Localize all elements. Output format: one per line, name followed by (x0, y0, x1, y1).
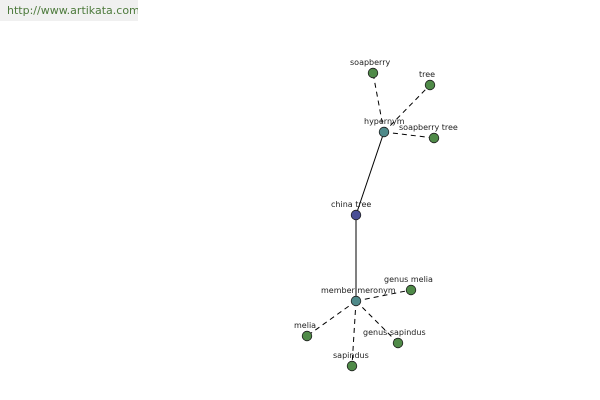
node-label-genus-sapindus: genus sapindus (363, 328, 426, 337)
node-melia[interactable] (301, 330, 313, 342)
edge-member-meronym-to-sapindus (351, 300, 357, 367)
edge-member-meronym-to-genus-melia (355, 289, 412, 302)
graph-labels: china tree hypernym member meronym soapberr… (294, 58, 458, 360)
node-label-sapindus: sapindus (333, 351, 369, 360)
edge-hypernym-to-soapberry-tree (383, 131, 435, 139)
node-soapberry[interactable] (367, 67, 379, 79)
node-label-member-meronym: member meronym (321, 286, 396, 295)
node-china-tree[interactable] (350, 209, 362, 221)
artikata-url-link[interactable]: http://www.artikata.com (0, 0, 138, 21)
node-label-china-tree: china tree (331, 200, 371, 209)
node-soapberry-tree[interactable] (428, 132, 440, 144)
graph-edges (306, 72, 435, 367)
node-label-soapberry: soapberry (350, 58, 390, 67)
edge-hypernym-to-soapberry (372, 72, 385, 133)
node-hypernym[interactable] (378, 126, 390, 138)
edge-member-meronym-to-melia (306, 300, 357, 337)
node-member-meronym[interactable] (350, 295, 362, 307)
node-sapindus[interactable] (346, 360, 358, 372)
node-label-melia: melia (294, 321, 316, 330)
edge-hypernym-to-tree (383, 84, 431, 133)
edge-china-tree-to-hypernym (355, 131, 385, 216)
edge-member-meronym-to-genus-sapindus (355, 300, 399, 344)
graph-nodes (301, 67, 440, 372)
node-label-soapberry-tree: soapberry tree (399, 123, 458, 132)
node-label-tree: tree (419, 70, 435, 79)
node-genus-melia[interactable] (405, 284, 417, 296)
node-label-hypernym: hypernym (364, 117, 405, 126)
node-label-genus-melia: genus melia (384, 275, 433, 284)
node-genus-sapindus[interactable] (392, 337, 404, 349)
node-tree[interactable] (424, 79, 436, 91)
